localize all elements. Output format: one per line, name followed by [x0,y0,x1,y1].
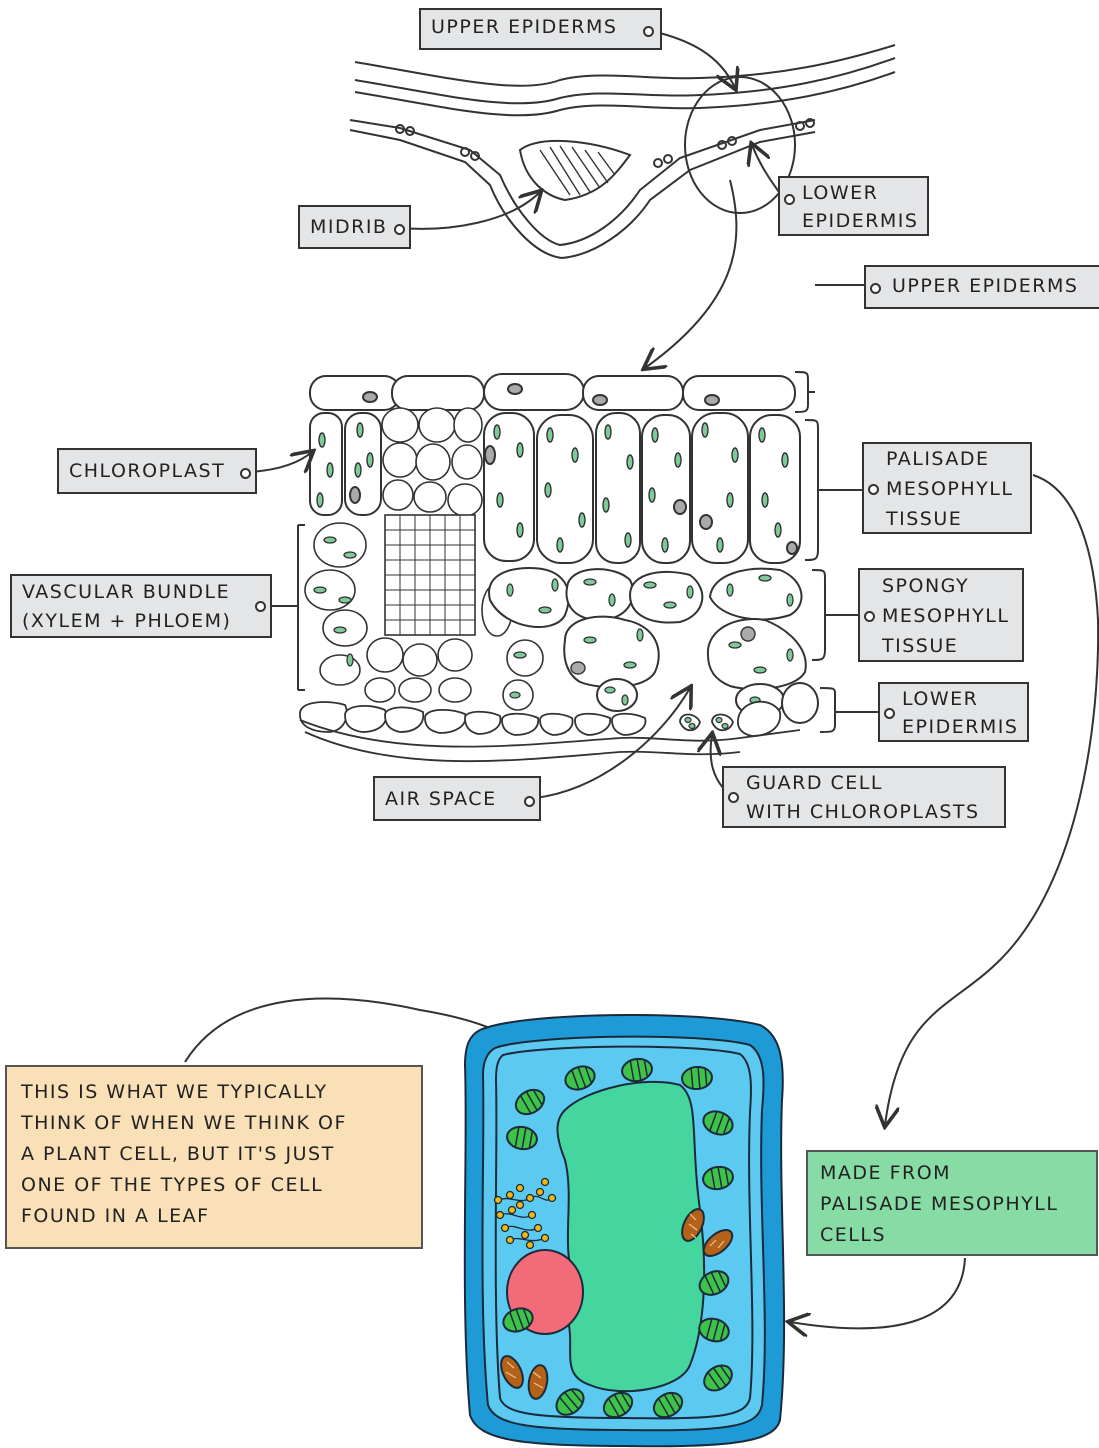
middle-arrows [184,284,1099,1328]
connector-dot [524,796,535,807]
connector-dot [784,194,795,205]
label-guard-cell: GUARD CELL WITH CHLOROPLASTS [722,766,1006,828]
label-air-space: AIR SPACE [373,776,541,821]
lower-epidermis-cells [299,700,801,763]
label-upper-epidermis-top: UPPER EPIDERMS [419,8,662,50]
connector-dot [870,283,881,294]
connector-dot [728,792,739,803]
mitochondria [500,1208,734,1400]
made-from-note: MADE FROM PALISADE MESOPHYLL CELLS [806,1150,1098,1256]
connector-dot [868,484,879,495]
vacuole [556,1080,706,1393]
brackets [794,371,842,733]
palisade-chloroplasts [316,422,789,553]
tissue-section [297,373,819,763]
label-vascular-bundle: VASCULAR BUNDLE (XYLEM + PHLOEM) [10,574,272,638]
label-chloroplast: CHLOROPLAST [57,448,257,494]
label-midrib: MIDRIB [298,205,411,249]
plant-cell-note: THIS IS WHAT WE TYPICALLY THINK OF WHEN … [5,1065,423,1249]
palisade-cells [309,412,801,564]
label-lower-epidermis-top: LOWER EPIDERMIS [778,176,929,236]
cell-chloroplasts [502,1057,734,1419]
connector-dot [240,468,251,479]
leaf-cross-section [349,44,896,260]
label-upper-epidermis: UPPER EPIDERMS [864,265,1099,309]
connector-dot [394,224,405,235]
label-palisade-mesophyll-tissue: PALISADE MESOPHYLL TISSUE [862,442,1032,534]
connector-dot [884,708,895,719]
label-spongy-mesophyll-tissue: SPONGY MESOPHYLL TISSUE [858,568,1024,662]
label-lower-epidermis: LOWER EPIDERMIS [878,682,1029,742]
ribosomes [493,1177,557,1250]
upper-epidermis-cells [309,373,796,411]
connector-dot [864,611,875,622]
top-arrows [399,30,783,368]
connector-dot [643,26,654,37]
connector-dot [255,601,266,612]
